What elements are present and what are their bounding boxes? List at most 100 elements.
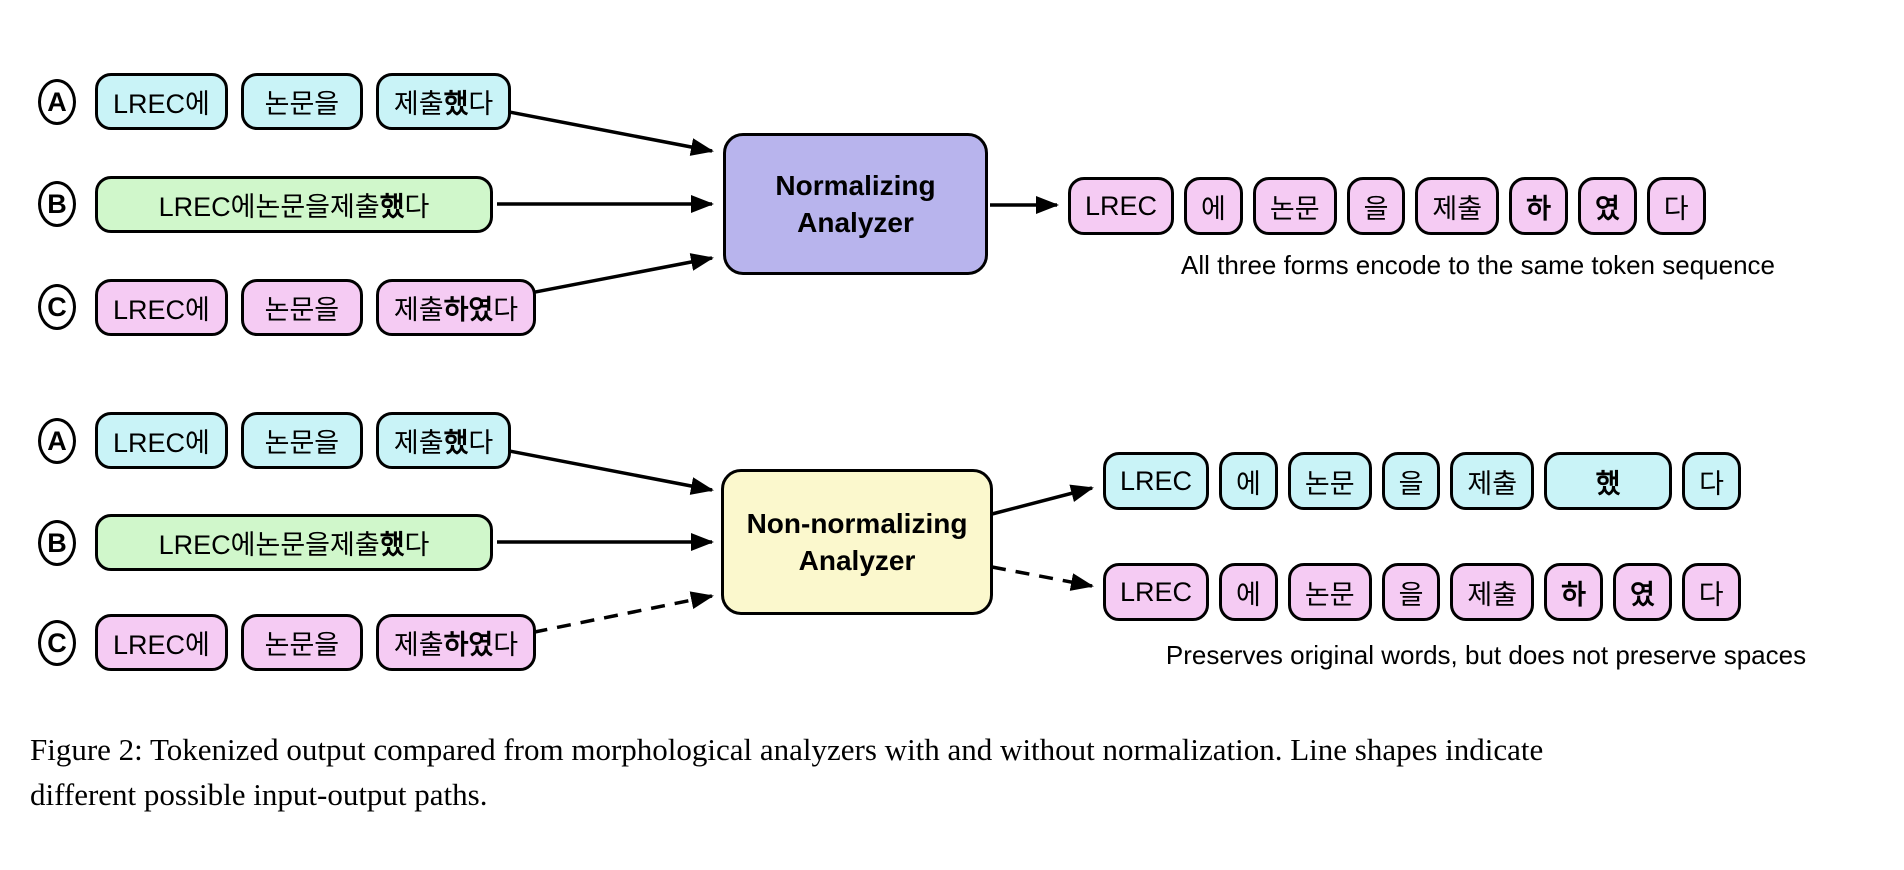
token-text: 을 bbox=[1363, 193, 1389, 224]
row-label: B bbox=[47, 527, 67, 558]
token-pill: 했 bbox=[1544, 452, 1673, 510]
token-pill: 논문을 bbox=[240, 614, 363, 671]
token-pill: 을 bbox=[1381, 452, 1441, 510]
arrow-bottom-a-to-analyzer bbox=[498, 447, 714, 495]
non-normalizing-analyzer-box: Non-normalizing Analyzer bbox=[721, 469, 993, 615]
token-text: 다 bbox=[493, 295, 519, 325]
token-pill: 였 bbox=[1577, 177, 1637, 235]
token-text: 논문 bbox=[1269, 193, 1320, 224]
token-text: LREC에논문을제출 bbox=[158, 192, 380, 222]
token-text: 제출 bbox=[1467, 468, 1518, 499]
token-pill: 논문을 bbox=[240, 412, 363, 469]
row-label-circle-c2: C bbox=[38, 620, 76, 666]
token-text-bold: 했 bbox=[379, 192, 405, 222]
token-pill: 논문 bbox=[1252, 177, 1337, 235]
token-pill: 제출 bbox=[1450, 563, 1535, 621]
token-pill: 였 bbox=[1612, 563, 1672, 621]
token-pill: LREC에 bbox=[95, 73, 228, 130]
token-text: 다 bbox=[404, 530, 430, 560]
token-text: 다 bbox=[1699, 468, 1724, 499]
token-pill: 제출 bbox=[1415, 177, 1500, 235]
arrow-analyzer-to-output-dashed bbox=[991, 565, 1094, 591]
row-label: B bbox=[47, 188, 67, 219]
token-text-bold: 하였 bbox=[443, 630, 494, 660]
token-pill: 논문 bbox=[1287, 452, 1372, 510]
top-output-note: All three forms encode to the same token… bbox=[1180, 250, 1775, 280]
token-pill: LREC bbox=[1103, 452, 1210, 510]
token-text: LREC에논문을제출 bbox=[158, 530, 380, 560]
row-label-circle-a2: A bbox=[38, 418, 76, 464]
figure-caption: Figure 2: Tokenized output compared from… bbox=[30, 732, 1544, 812]
token-text: LREC에 bbox=[113, 428, 210, 458]
row-label: A bbox=[47, 86, 67, 117]
token-text: 을 bbox=[1398, 579, 1424, 610]
token-text: 논문 bbox=[1304, 579, 1355, 610]
token-pill: 제출 bbox=[1450, 452, 1535, 510]
token-text: 논문을 bbox=[264, 630, 340, 660]
non-normalizing-analyzer-label: Non-normalizing Analyzer bbox=[746, 508, 968, 576]
output-row-bottom-solid: LREC 에 논문 을 제출 했 다 bbox=[1103, 452, 1741, 510]
token-text: 다 bbox=[1663, 193, 1689, 224]
row-label-circle-c: C bbox=[38, 284, 76, 330]
row-label-circle-b2: B bbox=[38, 520, 76, 566]
token-text-bold: 했 bbox=[1595, 468, 1621, 499]
token-pill: 논문을 bbox=[240, 73, 363, 130]
token-text-bold: 하 bbox=[1526, 193, 1551, 224]
token-pill: 다 bbox=[1682, 452, 1741, 510]
token-text: 제출 bbox=[393, 89, 444, 119]
token-text: 다 bbox=[404, 192, 430, 222]
token-text-bold: 였 bbox=[1629, 579, 1655, 610]
token-pill: LREC에 bbox=[95, 412, 228, 469]
token-text-bold: 했 bbox=[443, 428, 469, 458]
token-text-bold: 하였 bbox=[443, 295, 494, 325]
token-text: 제출 bbox=[1432, 193, 1483, 224]
token-pill: 다 bbox=[1646, 177, 1706, 235]
token-text: LREC에 bbox=[113, 630, 210, 660]
arrow-analyzer-to-output-solid bbox=[991, 484, 1094, 516]
arrow-top-a-to-analyzer bbox=[498, 108, 714, 156]
token-text-bold: 하 bbox=[1561, 579, 1586, 610]
token-text: 제출 bbox=[1467, 579, 1518, 610]
token-pill: LREC bbox=[1103, 563, 1210, 621]
row-label: A bbox=[47, 425, 67, 456]
token-text: LREC bbox=[1085, 190, 1158, 221]
token-pill: LREC에 bbox=[95, 279, 228, 336]
token-pill: LREC에 bbox=[95, 614, 228, 671]
token-text: 논문 bbox=[1304, 468, 1355, 499]
token-pill: 에 bbox=[1184, 177, 1243, 235]
token-pill: 논문을 bbox=[240, 279, 363, 336]
token-text: 에 bbox=[1201, 193, 1226, 224]
row-label-circle-b: B bbox=[38, 181, 76, 227]
token-pill: 에 bbox=[1219, 452, 1278, 510]
token-text: 을 bbox=[1398, 468, 1424, 499]
token-text: 다 bbox=[468, 89, 494, 119]
token-text: LREC bbox=[1120, 576, 1193, 607]
normalizing-analyzer-label: Normalizing Analyzer bbox=[775, 170, 936, 238]
bottom-output-note: Preserves original words, but does not p… bbox=[1165, 640, 1807, 670]
row-label: C bbox=[47, 291, 67, 322]
token-pill: 을 bbox=[1346, 177, 1406, 235]
token-text: 에 bbox=[1236, 579, 1261, 610]
row-label: C bbox=[47, 627, 67, 658]
token-text-bold: 했 bbox=[379, 530, 405, 560]
token-text: 논문을 bbox=[264, 428, 340, 458]
token-pill: 하 bbox=[1509, 177, 1568, 235]
token-pill: 에 bbox=[1219, 563, 1278, 621]
normalizing-analyzer-box: Normalizing Analyzer bbox=[723, 133, 988, 275]
token-text: LREC bbox=[1120, 465, 1193, 496]
token-text-bold: 했 bbox=[443, 89, 469, 119]
token-pill: 논문 bbox=[1287, 563, 1372, 621]
